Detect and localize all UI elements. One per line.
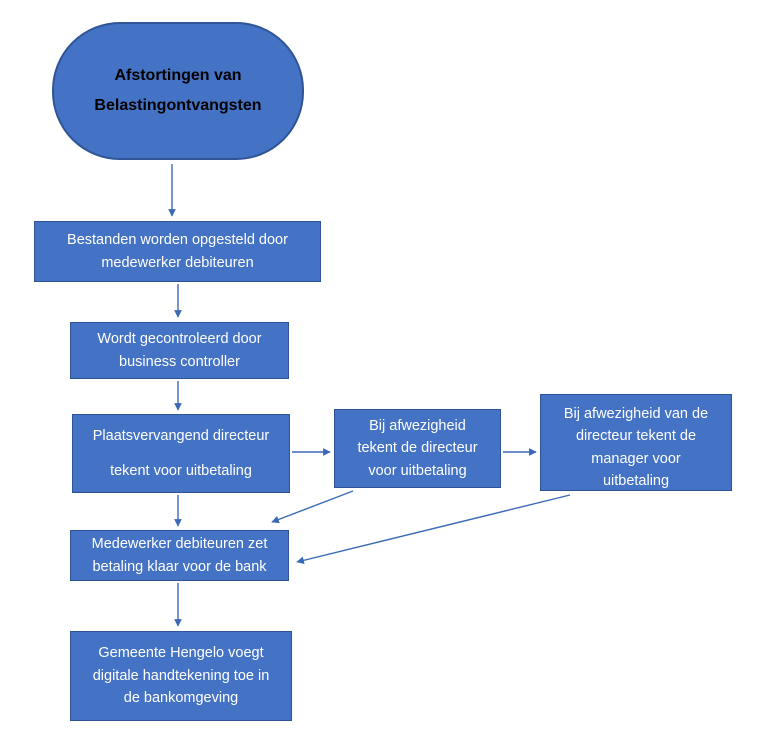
node-afwezigheid-directeur[interactable]: Bij afwezigheid tekent de directeur voor…	[334, 409, 501, 488]
node-gemeente-line-2: digitale handtekening toe in	[92, 667, 270, 684]
node-medewerker-line-2: betaling klaar voor de bank	[92, 558, 267, 575]
node-controle[interactable]: Wordt gecontroleerd door business contro…	[70, 322, 289, 379]
node-plaatsverv-line-1: Plaatsvervangend directeur	[92, 428, 270, 445]
node-gemeente-line-1: Gemeente Hengelo voegt	[98, 645, 264, 662]
node-start-line-1: Afstortingen van	[114, 67, 242, 85]
node-bestanden[interactable]: Bestanden worden opgesteld door medewerk…	[34, 221, 321, 282]
node-plaatsvervangend-directeur[interactable]: Plaatsvervangend directeur tekent voor u…	[72, 414, 290, 493]
node-medewerker-debiteuren[interactable]: Medewerker debiteuren zet betaling klaar…	[70, 530, 289, 581]
node-medewerker-line-1: Medewerker debiteuren zet	[91, 536, 268, 553]
node-gemeente-hengelo[interactable]: Gemeente Hengelo voegt digitale handteke…	[70, 631, 292, 721]
node-plaatsverv-line-2: tekent voor uitbetaling	[110, 462, 252, 479]
node-afwezig2-line-3: manager voor	[591, 450, 681, 467]
edge-afwezig2-to-medewerker	[296, 494, 571, 565]
node-afwezig2-line-2: directeur tekent de	[575, 428, 697, 445]
edge-afwezig1-to-medewerker	[271, 490, 354, 524]
node-afwezigheid-manager[interactable]: Bij afwezigheid van de directeur tekent …	[540, 394, 732, 491]
node-bestanden-line-1: Bestanden worden opgesteld door	[67, 232, 288, 249]
node-afwezig1-line-3: voor uitbetaling	[368, 462, 467, 479]
node-afwezig1-line-2: tekent de directeur	[357, 440, 478, 457]
node-start-line-2: Belastingontvangsten	[94, 97, 262, 114]
node-afwezig1-line-1: Bij afwezigheid	[369, 417, 466, 434]
node-controle-line-1: Wordt gecontroleerd door	[97, 331, 262, 348]
node-afwezig2-line-4: uitbetaling	[602, 473, 670, 490]
node-controle-line-2: business controller	[119, 353, 240, 370]
node-start[interactable]: Afstortingen van Belastingontvangsten	[52, 22, 304, 160]
node-gemeente-line-3: de bankomgeving	[123, 690, 239, 707]
node-bestanden-line-2: medewerker debiteuren	[101, 254, 254, 271]
node-afwezig2-line-1: Bij afwezigheid van de	[563, 406, 709, 422]
